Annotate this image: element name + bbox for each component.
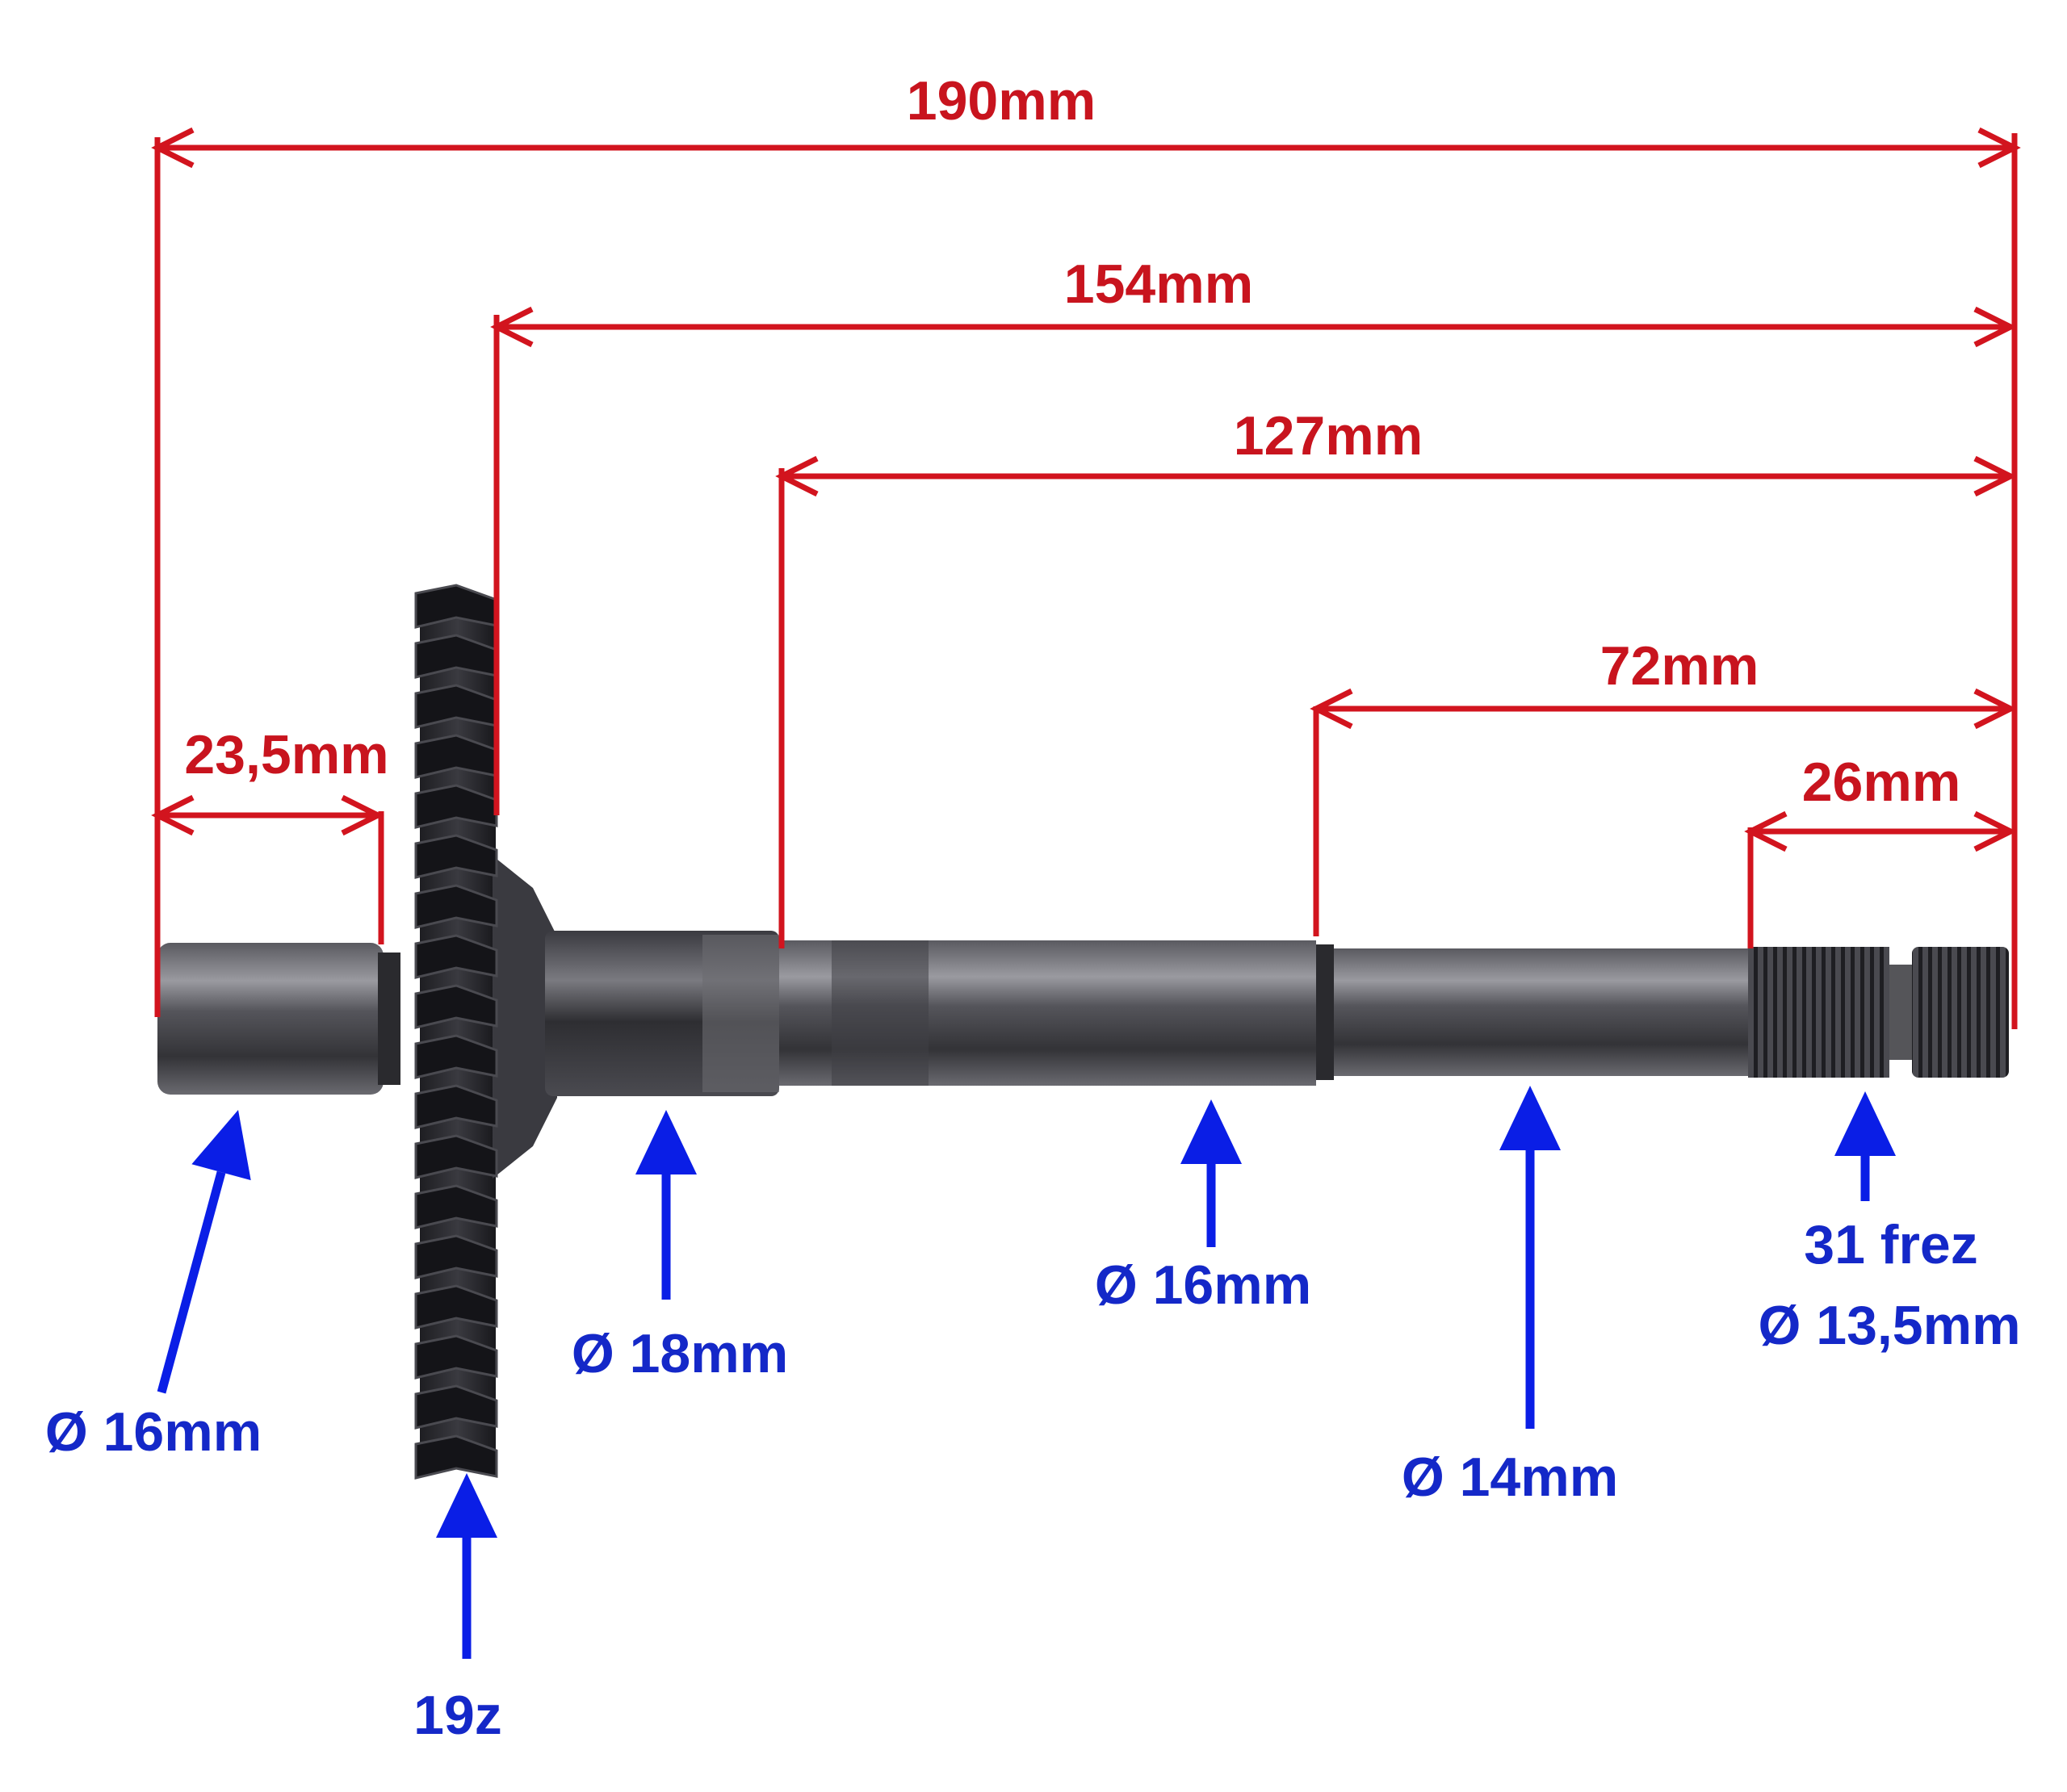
dimension-lines — [151, 127, 2021, 852]
dimension-arrowhead — [151, 127, 195, 169]
callout-middle-label: Ø 16mm — [1095, 1254, 1311, 1316]
gear-tooth — [414, 1234, 498, 1279]
gear-tooth — [414, 1134, 498, 1179]
callout-arrow-shaft — [157, 1170, 226, 1394]
gear-tooth — [414, 784, 498, 829]
dim-72-label: 72mm — [1600, 635, 1759, 697]
gear-tooth — [414, 1084, 498, 1129]
dim-23-5-label: 23,5mm — [184, 724, 388, 785]
callout-labels: Ø 16mm 19z Ø 18mm Ø 16mm Ø 14mm 31 frez … — [45, 1214, 2021, 1746]
shaft-groove-2 — [1316, 944, 1334, 1080]
dim-154-line — [490, 306, 2017, 348]
dimension-arrowhead — [1973, 455, 2017, 497]
callout-arrowhead — [1180, 1099, 1242, 1164]
gear-tooth — [414, 1384, 498, 1430]
dim-26-line — [1744, 810, 2017, 852]
gear-tooth — [414, 1034, 498, 1079]
dimension-arrowhead — [1973, 688, 2017, 730]
gear-tooth — [414, 1434, 498, 1480]
dimension-labels: 190mm 154mm 127mm 72mm 26mm 23,5mm — [184, 70, 1960, 813]
dim-72-line — [1310, 688, 2017, 730]
callout-spline-arrow — [1834, 1091, 1896, 1201]
shaft-spline — [1748, 947, 1889, 1078]
gear-tooth — [414, 834, 498, 879]
gear-tooth — [414, 1334, 498, 1380]
dim-190-line — [151, 127, 2021, 169]
callout-arrowhead — [1834, 1091, 1896, 1156]
callout-arrowhead — [1499, 1086, 1561, 1150]
shaft — [157, 584, 2009, 1480]
dimension-arrowhead — [775, 455, 819, 497]
gear-tooth — [414, 1184, 498, 1229]
gear-tooth — [414, 984, 498, 1029]
dimension-arrowhead — [1310, 688, 1353, 730]
dim-190-label: 190mm — [907, 70, 1096, 132]
gear — [414, 584, 557, 1480]
dimension-arrowhead — [490, 306, 534, 348]
shaft-neck — [1889, 965, 1912, 1060]
dimension-arrowhead — [1744, 810, 1788, 852]
dim-26-label: 26mm — [1802, 752, 1961, 813]
extension-lines — [154, 133, 2018, 1029]
shaft-spline-end — [1912, 947, 2009, 1078]
callout-thin-label: Ø 14mm — [1402, 1447, 1618, 1508]
dimension-arrowhead — [341, 794, 384, 836]
gear-tooth — [414, 1284, 498, 1329]
shaft-left-end — [157, 943, 384, 1095]
shaft-ring — [832, 940, 929, 1086]
dimension-arrowhead — [1977, 127, 2021, 169]
dimension-arrowhead — [1973, 810, 2017, 852]
dimension-arrowhead — [151, 794, 195, 836]
dim-154-label: 154mm — [1064, 253, 1253, 315]
callout-left-end-label: Ø 16mm — [45, 1401, 262, 1463]
callout-left-end-arrow — [157, 1110, 251, 1394]
shaft-groove — [378, 953, 400, 1085]
gear-tooth — [414, 884, 498, 929]
dim-23-5-line — [151, 794, 384, 836]
gear-tooth — [414, 934, 498, 979]
dim-127-label: 127mm — [1234, 405, 1423, 467]
dim-127-line — [775, 455, 2017, 497]
shaft-step — [702, 935, 779, 1092]
callout-gear-arrow — [436, 1473, 497, 1659]
callout-thin-arrow — [1499, 1086, 1561, 1429]
callout-collar-arrow — [635, 1110, 697, 1300]
gear-hub — [493, 856, 557, 1179]
callout-spline-label-line1: 31 frez — [1804, 1214, 1977, 1275]
callout-middle-arrow — [1180, 1099, 1242, 1247]
callout-collar-label: Ø 18mm — [572, 1323, 788, 1384]
callout-gear-label: 19z — [413, 1685, 502, 1746]
dimension-arrowhead — [1973, 306, 2017, 348]
shaft-thin — [1316, 948, 1748, 1076]
callout-arrows — [157, 1086, 1896, 1659]
callout-spline-label-line2: Ø 13,5mm — [1758, 1295, 2020, 1356]
callout-arrowhead — [191, 1110, 251, 1181]
callout-arrowhead — [436, 1473, 497, 1538]
callout-arrowhead — [635, 1110, 697, 1174]
